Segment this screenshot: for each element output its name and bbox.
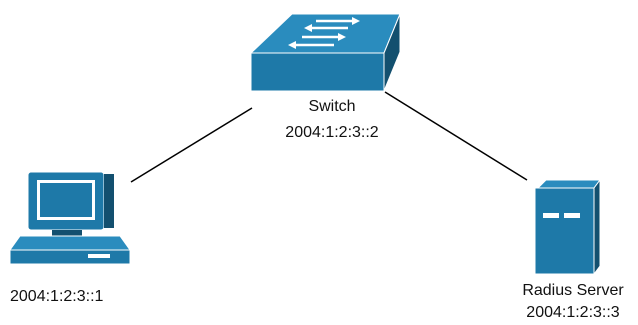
computer-icon xyxy=(9,171,131,265)
server-ip-address: 2004:1:2:3::3 xyxy=(526,304,620,321)
server-label: Radius Server xyxy=(522,282,624,299)
link-switch-server xyxy=(384,91,528,181)
pc-ip-address: 2004:1:2:3::1 xyxy=(10,288,104,305)
link-pc-switch xyxy=(130,107,253,183)
switch-ip-address: 2004:1:2:3::2 xyxy=(285,124,379,141)
switch-icon xyxy=(249,13,401,92)
switch-label: Switch xyxy=(308,98,356,115)
server-icon xyxy=(534,178,601,276)
